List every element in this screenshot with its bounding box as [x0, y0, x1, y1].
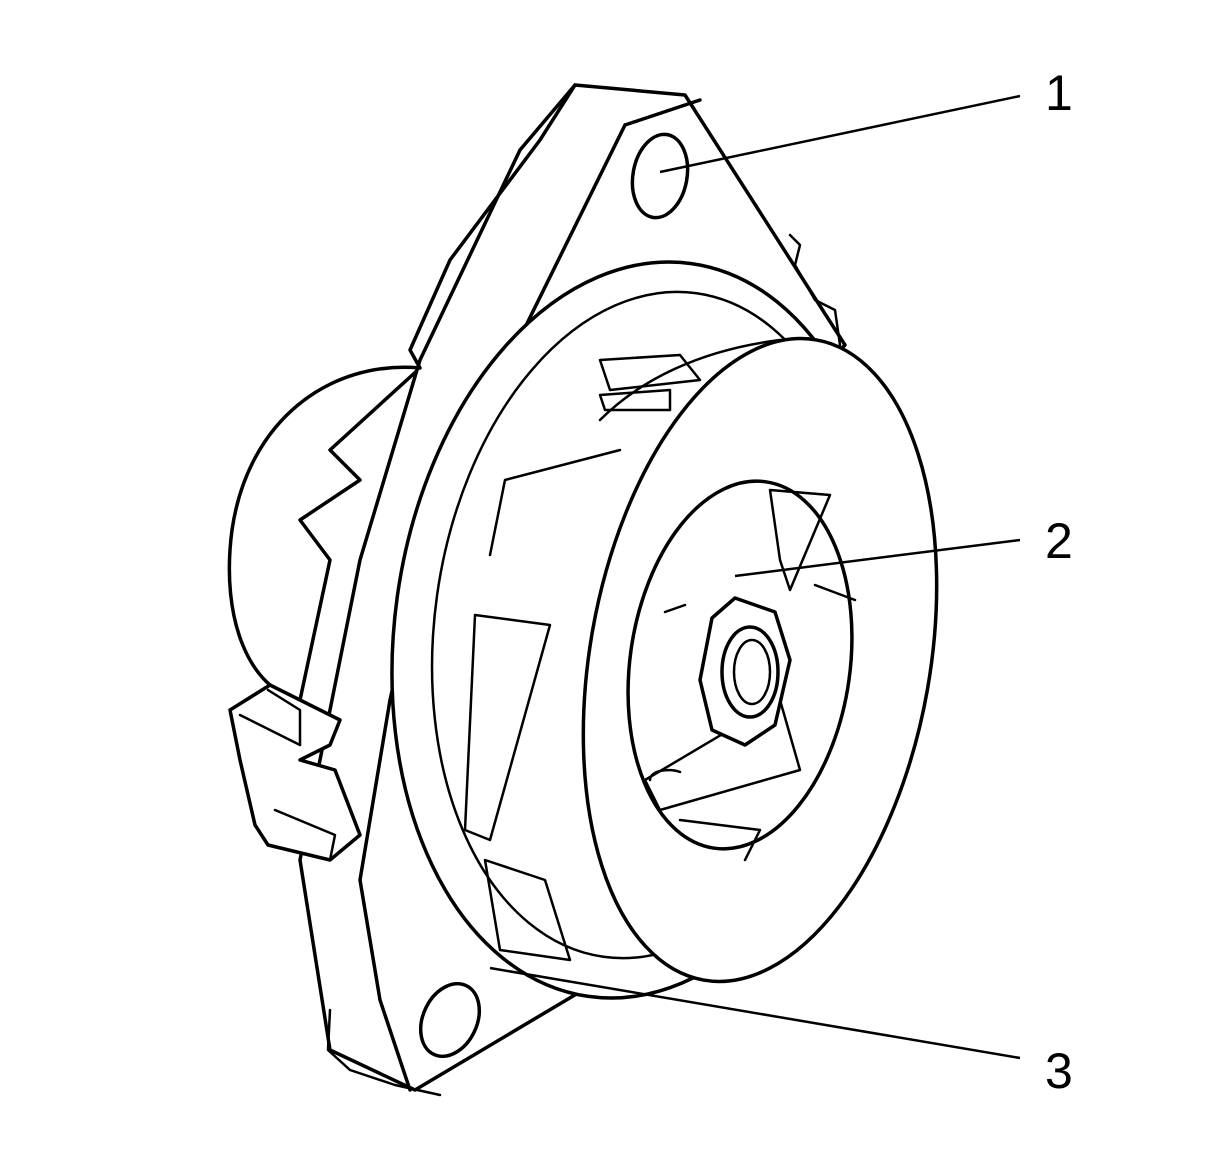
connector-tab [228, 683, 362, 862]
center-bearing [626, 479, 857, 862]
callout-1: 1 [1045, 65, 1073, 121]
callout-2: 2 [1045, 513, 1073, 569]
leader-line-1 [659, 94, 1021, 174]
upper-bolt-hole [630, 132, 690, 220]
leader-line-2 [734, 538, 1021, 578]
callout-3: 3 [1045, 1043, 1073, 1099]
leader-line-3 [489, 966, 1021, 1060]
lower-bolt-hole [418, 981, 482, 1059]
